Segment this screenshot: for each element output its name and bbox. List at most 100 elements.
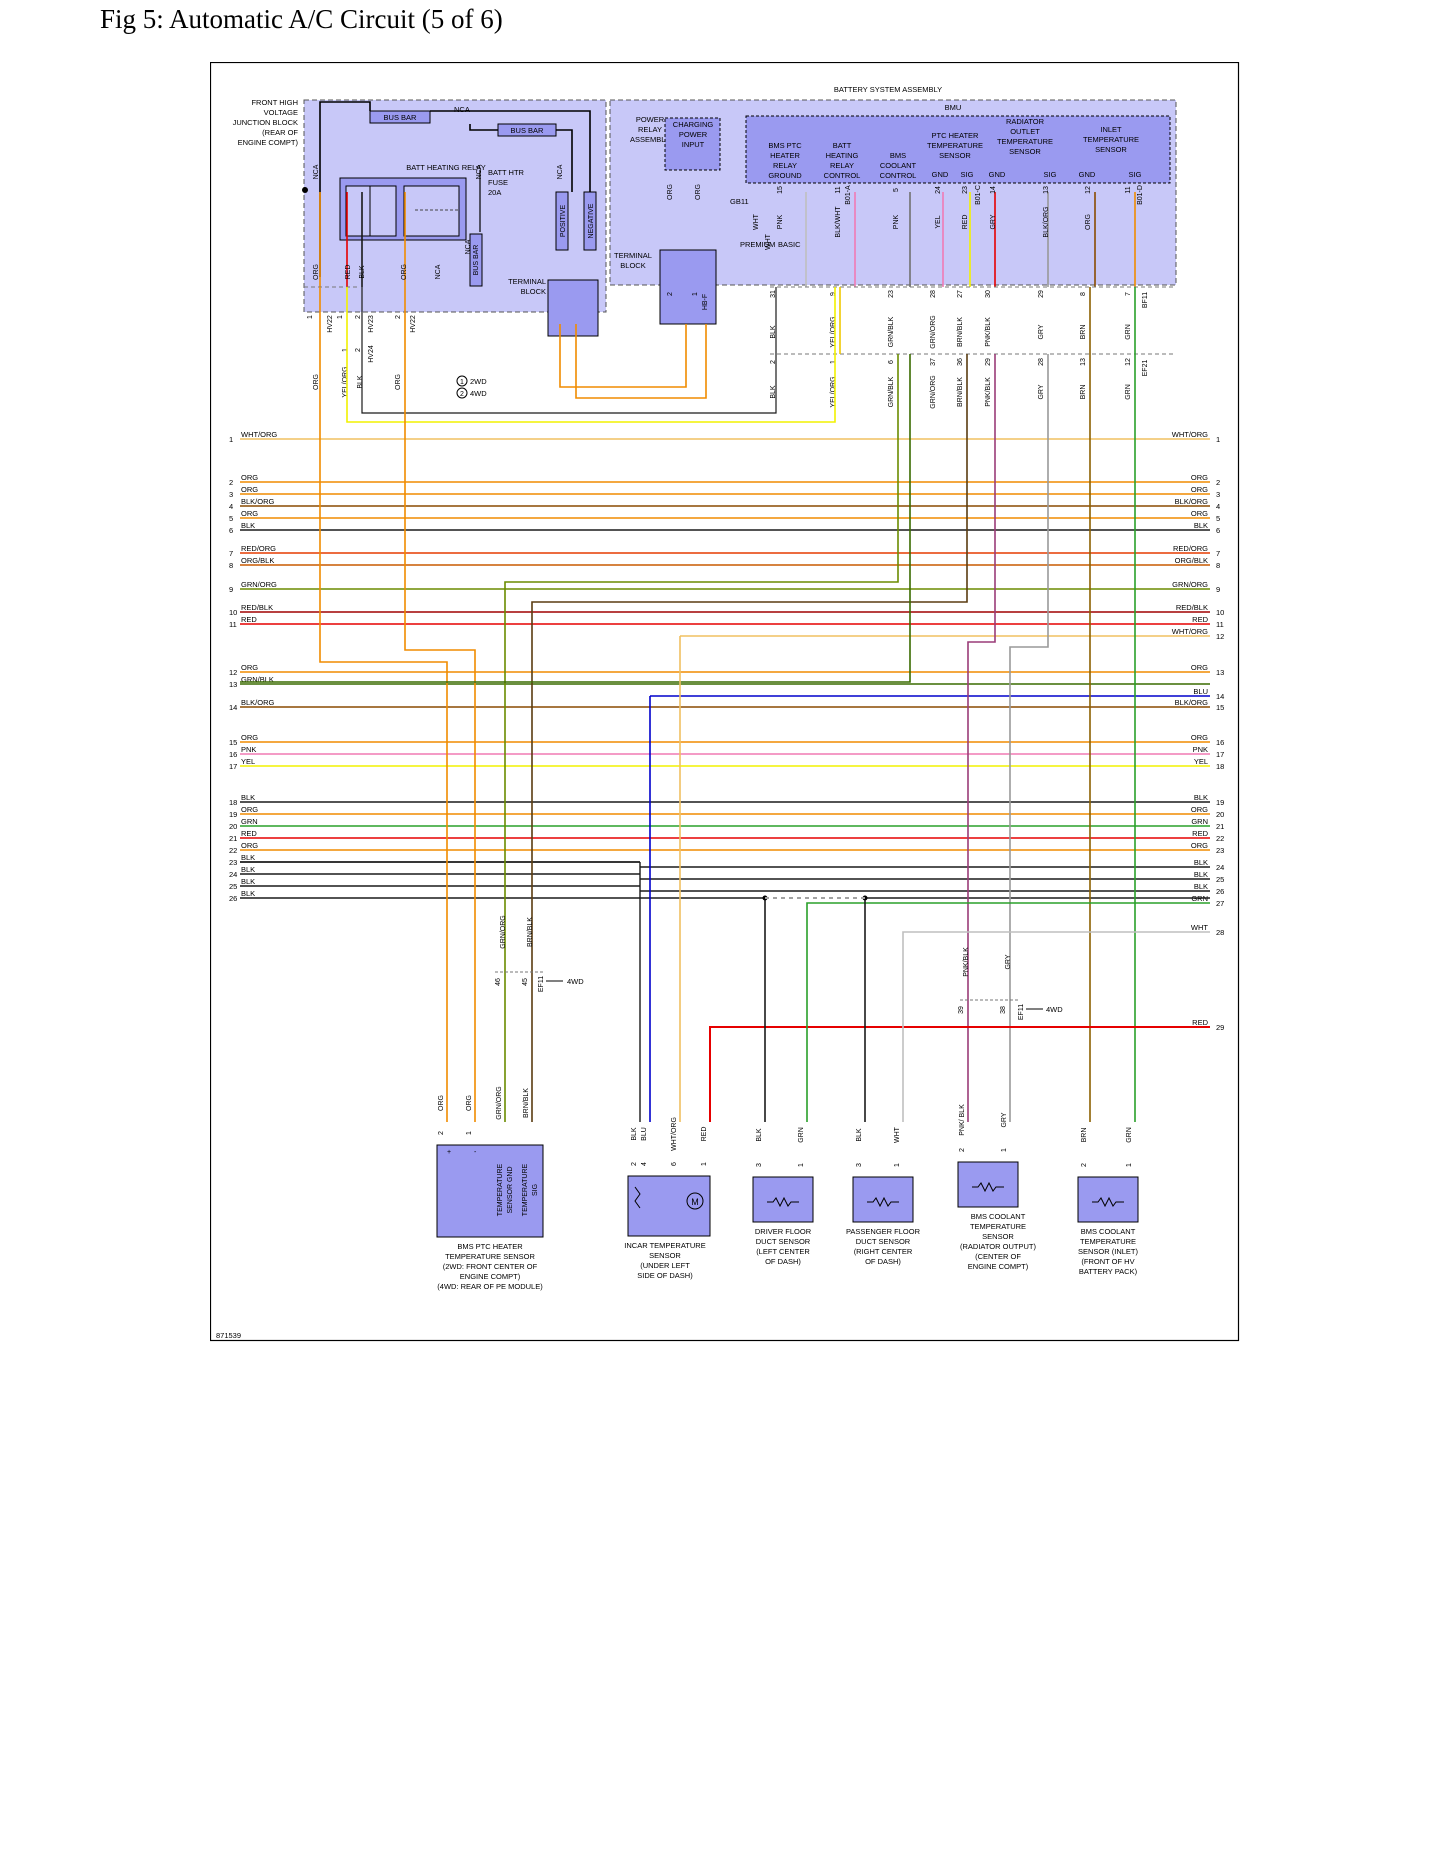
bus-line-number-left: 12 [229, 668, 237, 677]
bus-line-label-left: RED [241, 829, 257, 838]
terminal-loop-wire [559, 324, 687, 388]
incar-caption: INCAR TEMPERATURE [624, 1241, 705, 1250]
connector-pin: 2 [395, 315, 402, 319]
bmu-batt-heating-control-label: BATT [833, 141, 852, 150]
diagram-border [210, 62, 1240, 1342]
bus-line-number-left: 8 [229, 561, 233, 570]
yelorg-return-wire [346, 287, 836, 423]
bus-line-label-right: ORG/BLK [1175, 556, 1208, 565]
connector-id-label: HV24 [368, 345, 375, 363]
inlet-wire-label: BRN [1081, 1128, 1088, 1143]
bmu-pin-label: SIG [1129, 170, 1142, 179]
inlet-caption: BATTERY PACK) [1079, 1267, 1138, 1276]
charging-power-input-label: POWER [679, 130, 708, 139]
wire-color-label: PNK/BLK [985, 317, 992, 347]
bus-line-number-left: 4 [229, 502, 233, 511]
wire-color-label: PNK/BLK [963, 947, 970, 977]
inlet-caption: TEMPERATURE [1080, 1237, 1136, 1246]
bus-line-number-left: 23 [229, 858, 237, 867]
legend-circle-1 [456, 375, 468, 387]
connector-pin: 2 [667, 292, 674, 296]
bmu-pin-label: GND [932, 170, 949, 179]
connector-pin: 2 [355, 348, 362, 352]
bus-line-label-right: RED/ORG [1173, 544, 1208, 553]
bus-line-label-right: RED/BLK [1176, 603, 1208, 612]
bus-line-number-right: 28 [1216, 928, 1224, 937]
front-hv-junction-block-label: VOLTAGE [264, 108, 298, 117]
bus-line-number-left: 22 [229, 846, 237, 855]
bus-line-label-right: WHT/ORG [1172, 627, 1208, 636]
bus-line-label-right: RED [1192, 1018, 1208, 1027]
bmu-inlet-temp-label: TEMPERATURE [1083, 135, 1139, 144]
driver-pin-label: 3 [756, 1163, 763, 1167]
wire-color-label: BRN/BLK [957, 377, 964, 407]
bmu-coolant-control-label: CONTROL [880, 171, 917, 180]
wire-wht-passenger [902, 931, 1210, 1122]
connector-pin: 30 [985, 290, 992, 298]
bus-bar-1 [369, 110, 431, 124]
wire-color-label: GRN [1125, 384, 1132, 400]
busbar-link [469, 124, 498, 131]
bus-line-number-left: 9 [229, 585, 233, 594]
bus-line-label-left: ORG [241, 663, 258, 672]
connector-id-label: B01-D [1137, 185, 1144, 205]
positive-label: POSITIVE [560, 205, 567, 238]
negative-bar [583, 191, 597, 251]
bus-line-number-right: 4 [1216, 502, 1220, 511]
inlet-caption: (FRONT OF HV [1081, 1257, 1134, 1266]
nca-label: NCA [557, 164, 564, 179]
bus-line-number-right: 17 [1216, 750, 1224, 759]
wire-color-label: BRN [1080, 385, 1087, 400]
wire-org-ptc-minus [404, 287, 476, 1122]
driver-wire-label: BLK [756, 1128, 763, 1142]
incar-wire-label: BLU [641, 1127, 648, 1141]
front-hv-junction-block-label: JUNCTION BLOCK [233, 118, 298, 127]
bmu-ptc-temp-label: SENSOR [939, 151, 971, 160]
bmu-coolant-control-label: COOLANT [880, 161, 917, 170]
radiator-caption: SENSOR [982, 1232, 1014, 1241]
bmu-ptc-ground-label: RELAY [773, 161, 797, 170]
bus-line-number-left: 6 [229, 526, 233, 535]
wire-color-label: BRN/BLK [957, 317, 964, 347]
bmu-pin-number: 12 [1085, 186, 1092, 194]
connector-pin: 45 [522, 978, 529, 986]
legend-number: 2 [460, 391, 464, 398]
wire-color-label: BLK [357, 375, 364, 389]
bus-line-label-right: BLK [1194, 870, 1208, 879]
bmu-ptc-ground-label: HEATER [770, 151, 800, 160]
incar-motor-label: M [691, 1197, 699, 1207]
bus-line-label-right: ORG [1191, 485, 1208, 494]
busbar-link [556, 129, 573, 192]
bus-line-label-right: BLU [1193, 687, 1208, 696]
inlet-thermistor-icon [1092, 1196, 1124, 1208]
wire-color-label: GRY [1038, 384, 1045, 399]
bus-line-number-right: 21 [1216, 822, 1224, 831]
bus-line-label-left: GRN/BLK [241, 675, 274, 684]
wire-color-label: YEL/ORG [342, 366, 349, 397]
wire-color-label: ORG [695, 184, 702, 200]
bus-line-number-left: 21 [229, 834, 237, 843]
bus-line-label-left: BLK/ORG [241, 698, 275, 707]
wire-color-label: BRN/BLK [527, 917, 534, 947]
ptc-inner-label: TEMPERATURE [522, 1163, 529, 1216]
incar-caption: SIDE OF DASH) [637, 1271, 693, 1280]
bus-line-label-left: BLK [241, 877, 255, 886]
bus-line-label-right: BLK [1194, 882, 1208, 891]
front-hv-junction-block-label: (REAR OF [262, 128, 298, 137]
bus-line-label-left: WHT/ORG [241, 430, 277, 439]
bus-line-label-left: GRN/ORG [241, 580, 277, 589]
power-relay-assembly-label: RELAY [638, 125, 662, 134]
bus-line-label-left: RED [241, 615, 257, 624]
wire-pnkblk-radiator [967, 354, 996, 1122]
connector-id-label: B01-A [845, 185, 852, 205]
bus-line-label-right: ORG [1191, 663, 1208, 672]
bus-line-label-left: BLK [241, 793, 255, 802]
radiator-pin-label: 1 [1001, 1148, 1008, 1152]
incar-wire-label: RED [701, 1127, 708, 1142]
bmu-ptc-temp-label: PTC HEATER [932, 131, 980, 140]
connector-id-label: HV22 [327, 315, 334, 333]
incar-wire-label: WHT/ORG [671, 1117, 678, 1151]
ptc-caption: (2WD: FRONT CENTER OF [443, 1262, 538, 1271]
bmu-pin-number: 13 [1043, 186, 1050, 194]
connector-pin: 12 [1125, 358, 1132, 366]
